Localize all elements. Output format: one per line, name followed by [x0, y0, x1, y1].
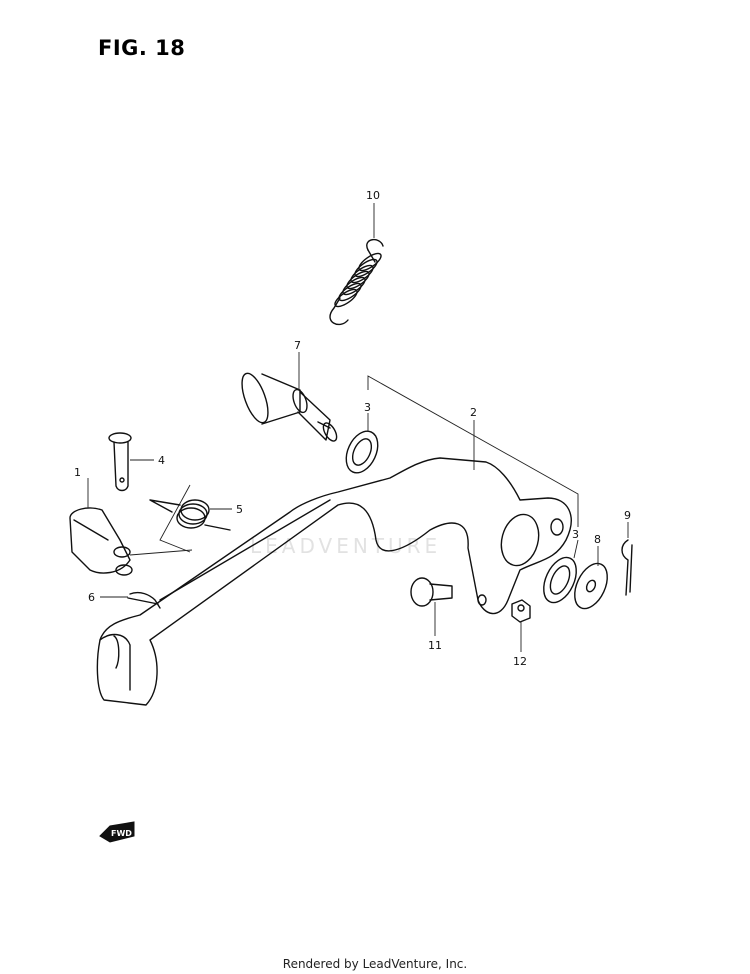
- part-5-return-spring[interactable]: [149, 499, 231, 531]
- callout-3-upper: 3: [364, 401, 371, 414]
- part-3-washer-upper[interactable]: [340, 426, 384, 478]
- callout-10: 10: [366, 189, 380, 202]
- callout-11: 11: [428, 639, 442, 652]
- part-1-clevis[interactable]: [69, 507, 133, 576]
- callout-3-lower: 3: [572, 528, 579, 541]
- part-6-cotter-pin[interactable]: [127, 591, 161, 609]
- callout-6: 6: [88, 591, 95, 604]
- callout-12: 12: [513, 655, 527, 668]
- forward-arrow-icon: [99, 821, 135, 843]
- part-11-bolt[interactable]: [410, 577, 453, 607]
- part-4-clevis-pin[interactable]: [108, 432, 132, 492]
- callout-2: 2: [470, 406, 477, 419]
- part-8-washer[interactable]: [568, 558, 614, 613]
- callout-4: 4: [158, 454, 165, 467]
- callout-7: 7: [294, 339, 301, 352]
- watermark: LEADVENTURE: [250, 534, 441, 558]
- part-9-cotter-pin[interactable]: [621, 539, 633, 596]
- footer-credit: Rendered by LeadVenture, Inc.: [282, 957, 468, 971]
- callout-5: 5: [236, 503, 243, 516]
- part-10-spring[interactable]: [329, 239, 384, 326]
- part-12-nut[interactable]: [511, 599, 531, 623]
- callout-1: 1: [74, 466, 81, 479]
- fwd-badge: FWD: [99, 821, 135, 843]
- figure-title: FIG. 18: [98, 36, 186, 60]
- fwd-label: FWD: [111, 829, 132, 838]
- callout-9: 9: [624, 509, 631, 522]
- part-2-brake-pedal[interactable]: [96, 457, 572, 706]
- part-3-seal-lower[interactable]: [537, 552, 583, 607]
- part-7-pivot-shaft[interactable]: [237, 370, 340, 443]
- callout-8: 8: [594, 533, 601, 546]
